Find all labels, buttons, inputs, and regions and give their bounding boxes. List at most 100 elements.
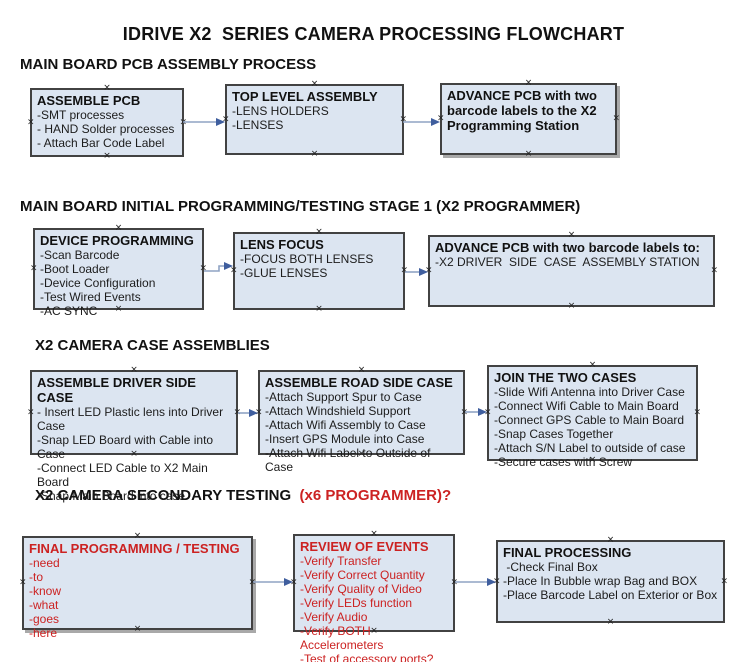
page-title: IDRIVE X2 SERIES CAMERA PROCESSING FLOWC… — [122, 24, 625, 44]
flow-box-final-processing: FINAL PROCESSING -Check Final Box -Place… — [493, 536, 728, 627]
box-item: -Attach S/N Label to outside of case — [494, 441, 686, 455]
box-item: -Connect Wifi Cable to Main Board — [494, 399, 679, 413]
glue-point-icon: × — [399, 114, 407, 124]
box-title: ASSEMBLE DRIVER SIDE CASE — [37, 375, 200, 405]
box-title: ADVANCE PCB with two barcode labels to: — [435, 240, 700, 255]
section-heading-case-assemblies: X2 CAMERA CASE ASSEMBLIES — [35, 337, 270, 354]
box-item: -X2 DRIVER SIDE CASE ASSEMBLY STATION — [435, 255, 700, 269]
box-item: -Boot Loader — [40, 262, 110, 276]
glue-point-icon: × — [567, 230, 576, 240]
box-item: -Device Configuration — [40, 276, 156, 290]
section-heading-initial-programming: MAIN BOARD INITIAL PROGRAMMING/TESTING S… — [20, 198, 581, 215]
box-item: -what — [29, 598, 59, 612]
box-item: -goes — [29, 612, 60, 626]
box-title: FINAL PROGRAMMING / TESTING — [29, 541, 240, 556]
glue-point-icon: × — [310, 79, 319, 89]
box-item: -SMT processes — [37, 108, 125, 122]
box-item: -Connect GPS Cable to Main Board — [494, 413, 685, 427]
box-item: -LENSES — [232, 118, 284, 132]
glue-point-icon: × — [612, 113, 620, 124]
box-item: -Verify Audio — [300, 610, 368, 624]
glue-point-icon: × — [524, 78, 533, 88]
box-item: -Snap Cases Together — [494, 427, 614, 441]
glue-point-icon: × — [255, 407, 263, 417]
section-heading-secondary-testing: X2 CAMERA SECONDARY TESTING (x6 PROGRAMM… — [35, 487, 451, 504]
glue-point-icon: × — [693, 407, 701, 418]
box-title: JOIN THE TWO CASES — [494, 370, 637, 385]
box-item: -Attach Support Spur to Case — [265, 390, 422, 404]
flow-box-device-programming: DEVICE PROGRAMMING -Scan Barcode -Boot L… — [30, 224, 207, 319]
flow-box-advance-pcb-driver-side-station: ADVANCE PCB with two barcode labels to: … — [425, 231, 718, 311]
flow-box-assemble-driver-side-case: ASSEMBLE DRIVER SIDE CASE - Insert LED P… — [27, 366, 241, 504]
box-item: -GLUE LENSES — [240, 266, 328, 280]
box-item: -Attach Wifi Label to Outside of Case — [265, 446, 434, 474]
box-item: -to — [29, 570, 44, 584]
glue-point-icon: × — [484, 407, 492, 418]
glue-point-icon: × — [233, 407, 241, 417]
box-item: -Secure cases with Screw — [494, 455, 633, 469]
box-item: -Attach Windshield Support — [265, 404, 411, 418]
glue-point-icon: × — [524, 149, 533, 159]
box-item: -Place In Bubble wrap Bag and BOX — [503, 574, 698, 588]
glue-point-icon: × — [310, 149, 319, 159]
box-title: ASSEMBLE PCB — [37, 93, 141, 108]
box-item: -Verify BOTH Accelerometers — [300, 624, 384, 652]
glue-point-icon: × — [400, 265, 408, 276]
glue-point-icon: × — [606, 535, 615, 545]
section-heading-black-part: X2 CAMERA SECONDARY TESTING — [35, 487, 296, 504]
flow-box-review-of-events: REVIEW OF EVENTS -Verify Transfer -Verif… — [290, 530, 458, 662]
arrow-head-icon — [284, 578, 293, 586]
box-item: -LENS HOLDERS — [232, 104, 329, 118]
box-item: -Snap LED Board with Cable into Case — [37, 433, 217, 461]
glue-point-icon: × — [179, 117, 187, 127]
box-title: DEVICE PROGRAMMING — [40, 233, 194, 248]
section-heading-red-part: (x6 PROGRAMMER)? — [295, 487, 452, 504]
box-item: -FOCUS BOTH LENSES — [240, 252, 374, 266]
box-title: ADVANCE PCB with two barcode labels to t… — [447, 88, 601, 133]
flow-box-top-level-assembly: TOP LEVEL ASSEMBLY -LENS HOLDERS -LENSES… — [222, 80, 407, 159]
box-item: -Snap Main Board into case — [37, 489, 186, 503]
box-item: -Check Final Box — [503, 560, 598, 574]
box-item: -Connect LED Cable to X2 Main Board — [37, 461, 212, 489]
glue-point-icon: × — [103, 83, 111, 93]
glue-point-icon: × — [222, 114, 230, 124]
glue-point-icon: × — [315, 227, 323, 237]
box-title: ASSEMBLE ROAD SIDE CASE — [265, 375, 453, 390]
box-title: FINAL PROCESSING — [503, 545, 632, 560]
box-item: -Scan Barcode — [40, 248, 120, 262]
glue-point-icon: × — [30, 263, 38, 274]
glue-point-icon: × — [493, 576, 501, 586]
glue-point-icon: × — [720, 576, 728, 586]
glue-point-icon: × — [567, 301, 576, 311]
box-title: LENS FOCUS — [240, 237, 324, 252]
flow-box-assemble-pcb: ASSEMBLE PCB -SMT processes - HAND Solde… — [27, 84, 187, 161]
glue-point-icon: × — [19, 577, 27, 588]
glue-point-icon: × — [315, 304, 323, 314]
glue-point-icon: × — [606, 617, 615, 627]
flow-box-advance-pcb-programming-station: ADVANCE PCB with two barcode labels to t… — [437, 79, 620, 159]
connector-arrow — [204, 265, 224, 272]
box-item: - HAND Solder processes — [37, 122, 175, 136]
glue-point-icon: × — [27, 407, 35, 417]
glue-point-icon: × — [588, 360, 597, 370]
box-item: -Verify Quality of Video — [300, 582, 422, 596]
glue-point-icon: × — [27, 117, 35, 127]
glue-point-icon: × — [114, 223, 123, 233]
box-item: -Verify Transfer — [300, 554, 382, 568]
glue-point-icon: × — [230, 265, 238, 276]
arrow-head-icon — [216, 118, 225, 126]
section-heading-pcb-assembly: MAIN BOARD PCB ASSEMBLY PROCESS — [20, 56, 317, 73]
glue-point-icon: × — [133, 531, 142, 541]
glue-point-icon: × — [437, 113, 445, 124]
arrow-head-icon — [224, 262, 233, 270]
glue-point-icon: × — [370, 529, 378, 539]
box-item: -Verify Correct Quantity — [300, 568, 425, 582]
glue-point-icon: × — [425, 265, 433, 276]
flow-box-assemble-road-side-case: ASSEMBLE ROAD SIDE CASE -Attach Support … — [255, 366, 468, 475]
glue-point-icon: × — [710, 265, 718, 276]
glue-point-icon: × — [103, 151, 111, 161]
arrow-head-icon — [431, 118, 440, 126]
box-title: TOP LEVEL ASSEMBLY — [232, 89, 378, 104]
glue-point-icon: × — [450, 577, 458, 588]
